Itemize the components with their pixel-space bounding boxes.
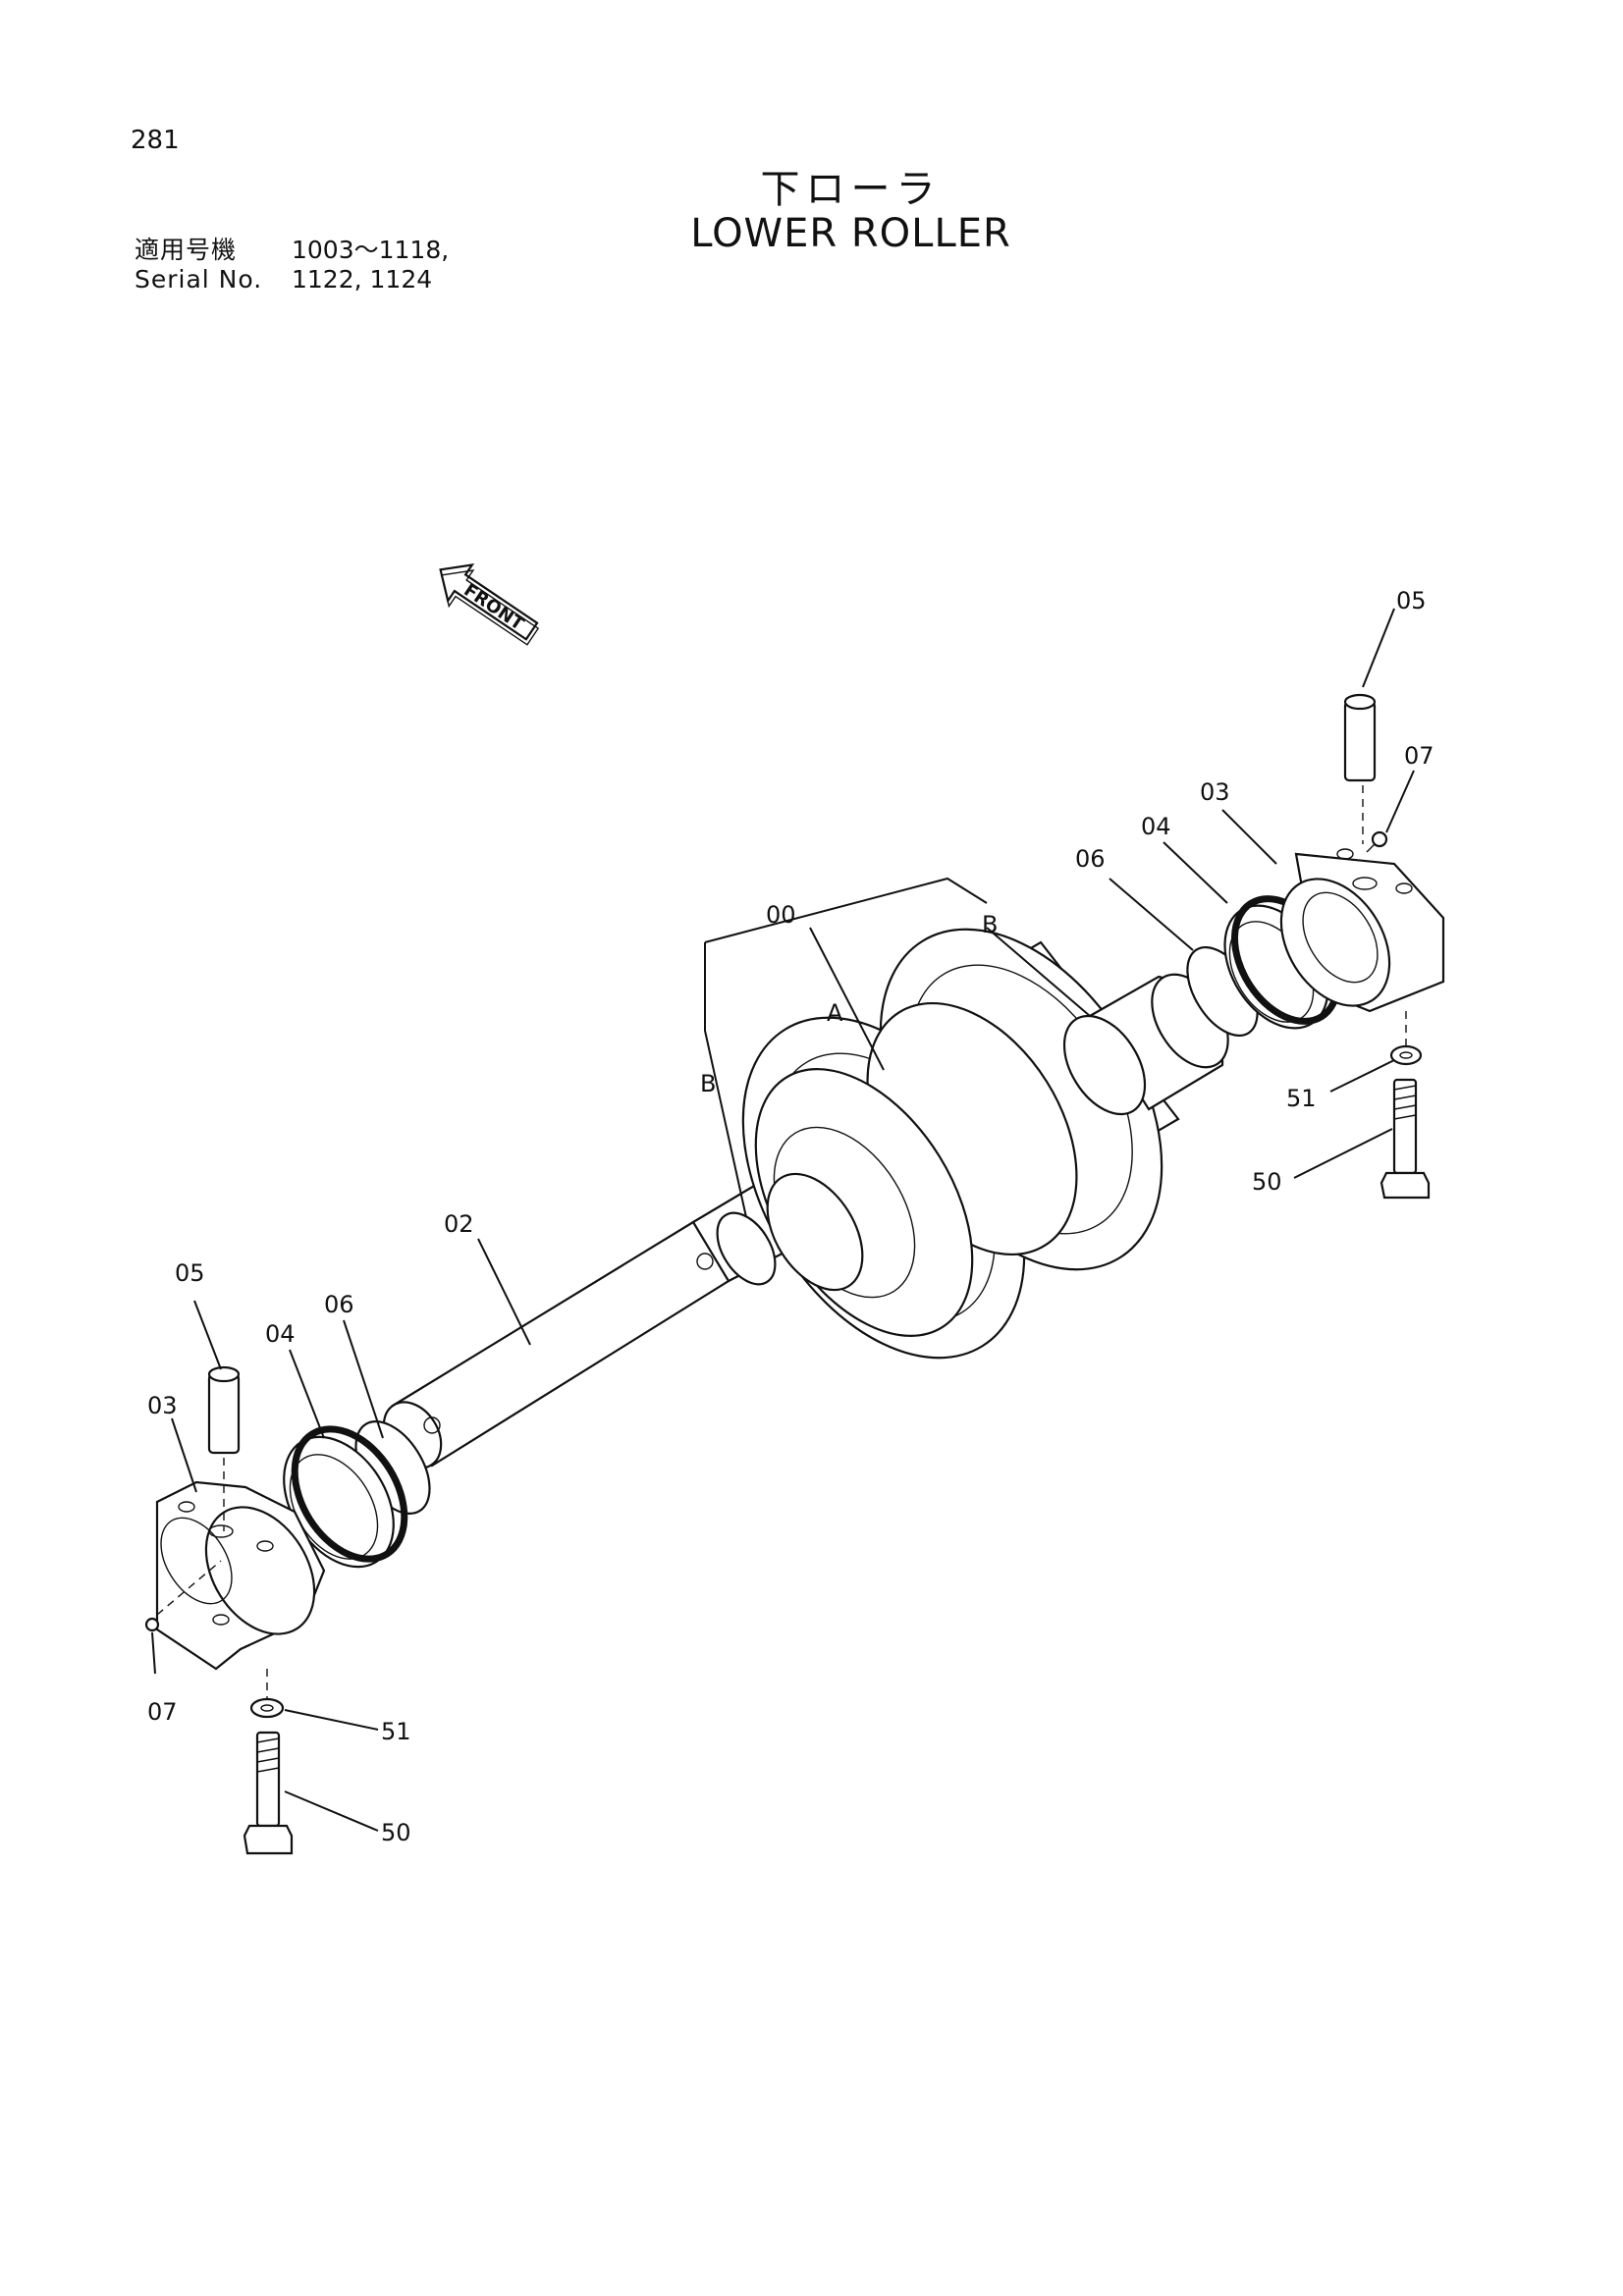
callout-left-51: 51 [381, 1718, 411, 1745]
title-japanese: 下ローラ [760, 167, 942, 212]
callout-right-06: 06 [1075, 845, 1106, 873]
serial-range-1: 1003～1118, [292, 236, 450, 264]
callout-left-07: 07 [147, 1698, 178, 1726]
leader-lines [151, 608, 1415, 1832]
alignment-lines [156, 785, 1407, 1698]
callout-b-right: B [982, 911, 998, 938]
washer-right-51 [1389, 1044, 1423, 1066]
applicability-block: 適用号機 1003～1118, Serial No. 1122, 1124 [135, 236, 449, 294]
applicability-label-en: Serial No. [135, 265, 263, 294]
grease-fitting-right-07 [1366, 830, 1388, 853]
grease-fitting-left-07 [144, 1617, 160, 1632]
title-english: LOWER ROLLER [690, 211, 1011, 256]
serial-range-2: 1122, 1124 [292, 265, 433, 294]
callout-left-05: 05 [175, 1259, 205, 1287]
callout-a: A [827, 999, 843, 1027]
callout-right-04: 04 [1141, 813, 1171, 840]
applicability-label-jp: 適用号機 [135, 236, 238, 264]
callout-right-50: 50 [1252, 1168, 1282, 1196]
front-marker-label: FRONT [460, 580, 527, 635]
callout-b-left: B [700, 1070, 716, 1097]
callout-left-04: 04 [265, 1320, 296, 1348]
callout-right-07: 07 [1404, 742, 1434, 770]
callout-right-03: 03 [1200, 778, 1230, 806]
callout-right-05: 05 [1396, 587, 1427, 614]
washer-left-51 [249, 1697, 285, 1719]
shaft-part-02 [382, 1171, 824, 1469]
floating-seal-left-04 [283, 1425, 408, 1569]
front-arrow-marker: FRONT [439, 563, 540, 646]
collar-left-03 [155, 1480, 326, 1671]
callout-left-06: 06 [324, 1291, 354, 1318]
page-number: 281 [131, 126, 180, 155]
bolt-left-50 [243, 1731, 294, 1855]
callout-00: 00 [766, 901, 796, 929]
callout-left-50: 50 [381, 1819, 411, 1846]
pin-left-05 [207, 1365, 241, 1455]
callout-02: 02 [444, 1210, 474, 1238]
bolt-right-50 [1380, 1078, 1431, 1200]
roller-part-a [741, 928, 1180, 1360]
b-ring-left [716, 1211, 777, 1286]
pin-right-05 [1343, 693, 1377, 782]
callout-left-03: 03 [147, 1392, 178, 1419]
collar-right-03 [1279, 848, 1445, 1013]
callout-right-51: 51 [1286, 1085, 1317, 1112]
